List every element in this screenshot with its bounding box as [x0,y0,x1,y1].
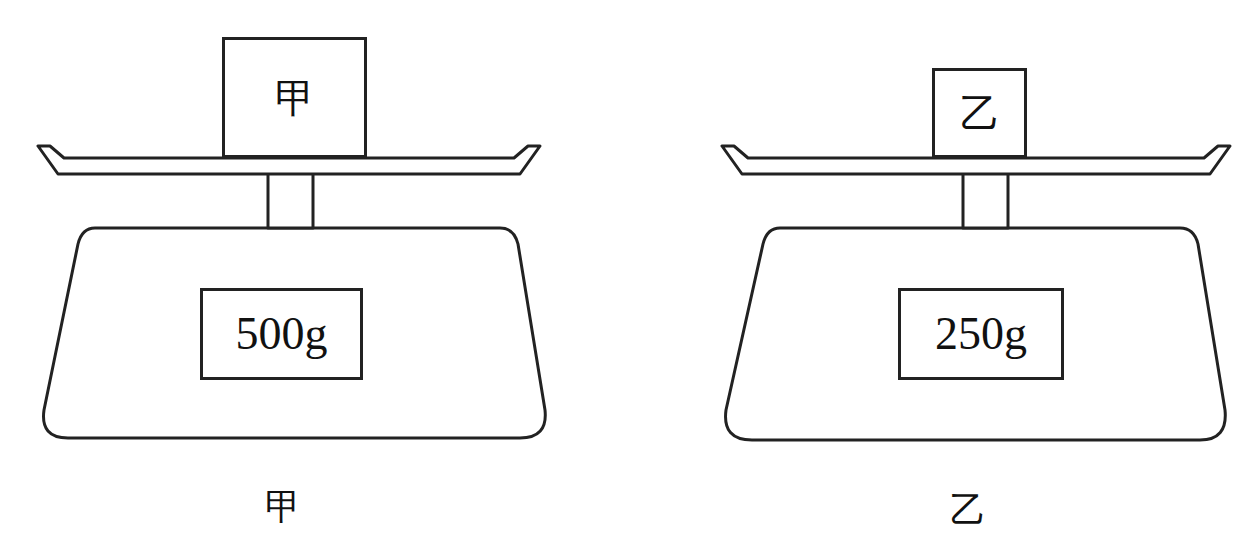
scale-caption: 乙 [950,492,986,528]
scale-stem [268,172,313,228]
scale-caption: 甲 [265,489,301,525]
scale-body [726,228,1226,440]
scale-display: 500g [200,288,363,380]
weight-reading: 250g [935,311,1027,357]
block-label: 甲 [275,78,315,118]
weight-reading: 500g [236,311,328,357]
scale-display: 250g [898,288,1064,380]
weight-block: 甲 [222,37,367,158]
scale-stem [963,172,1008,228]
block-label: 乙 [960,93,1000,133]
scale-body [44,228,546,438]
weight-block: 乙 [932,68,1027,158]
